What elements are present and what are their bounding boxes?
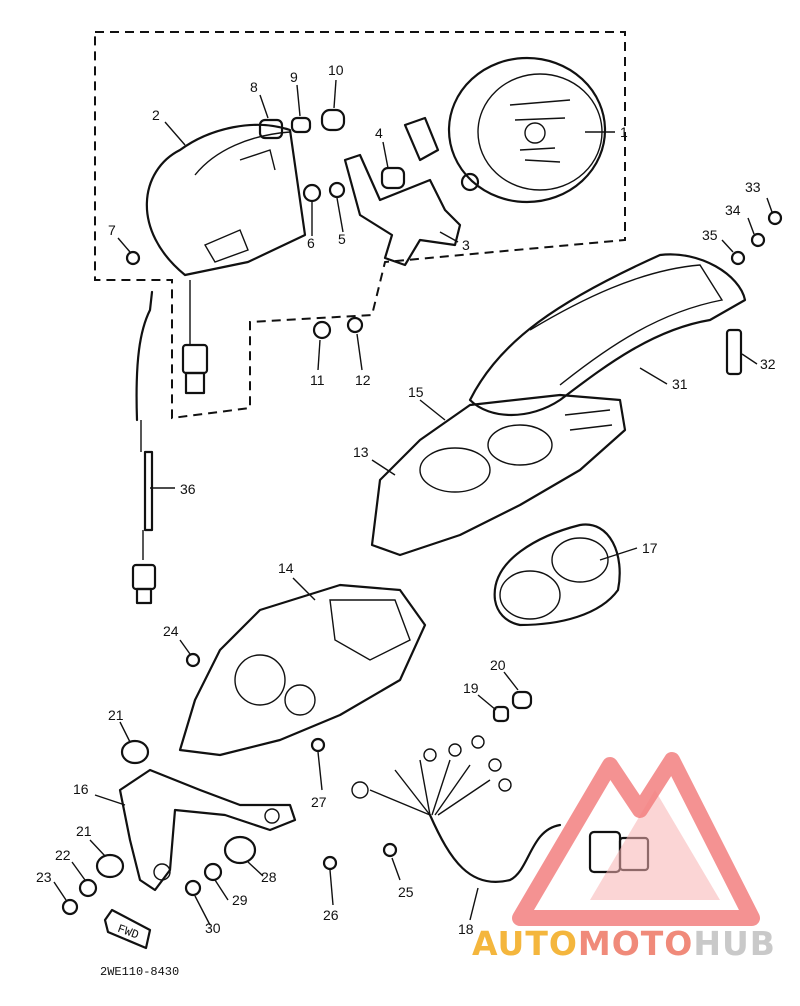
fastener-33 [767,210,783,226]
bulb-19 [492,705,510,723]
grommet [380,166,406,190]
drawing-code: 2WE110-8430 [100,965,179,979]
callout-5: 5 [338,231,346,247]
callout-9: 9 [290,69,298,85]
nut-23 [61,898,79,916]
watermark-text: AUTOMOTOHUB [472,924,776,963]
fastener-34 [750,232,766,248]
watermark-moto: MOTO [578,924,693,963]
callout-26: 26 [323,907,339,923]
callout-16: 16 [73,781,89,797]
callout-numbers: 1 2 3 4 5 6 7 8 9 10 11 12 13 14 15 16 1… [36,62,776,937]
callout-12: 12 [355,372,371,388]
callout-8: 8 [250,79,258,95]
watermark-logo: AUTOMOTOHUB [472,752,776,963]
speedometer-cable [131,290,157,605]
callout-23: 23 [36,869,52,885]
callout-3: 3 [462,237,470,253]
callout-27: 27 [311,794,327,810]
grommet-small [346,316,364,334]
callout-10: 10 [328,62,344,78]
callout-29: 29 [232,892,248,908]
callout-2: 2 [152,107,160,123]
meter-stay [118,768,297,892]
screw-25 [382,842,398,858]
callout-6: 6 [307,235,315,251]
washer-22 [78,878,98,898]
collar [302,183,322,203]
callout-19: 19 [463,680,479,696]
callout-34: 34 [725,202,741,218]
fwd-arrow: FWD [103,908,152,950]
bulb-socket-set [258,108,346,140]
fwd-label: FWD [116,922,141,943]
watermark-auto: AUTO [472,924,578,963]
screw-27 [310,737,326,753]
washer [328,181,346,199]
speedometer [447,56,607,204]
meter-housing [145,123,307,277]
callout-4: 4 [375,125,383,141]
callout-24: 24 [163,623,179,639]
gauge-face [493,523,621,627]
meter-bracket [343,116,462,267]
wire-harness [351,735,650,883]
cover-pin [725,328,743,376]
callout-13: 13 [353,444,369,460]
callout-21a: 21 [108,707,124,723]
callout-25: 25 [398,884,414,900]
callout-32: 32 [760,356,776,372]
bulb-20 [511,690,533,710]
callout-15: 15 [408,384,424,400]
callout-28: 28 [261,869,277,885]
callout-17: 17 [642,540,658,556]
callout-31: 31 [672,376,688,392]
callout-21b: 21 [76,823,92,839]
callout-20: 20 [490,657,506,673]
assembly-boundary [94,31,626,420]
callout-36: 36 [180,481,196,497]
leader-lines [53,79,773,926]
damper-21a [120,739,150,765]
callout-30: 30 [205,920,221,936]
callout-35: 35 [702,227,718,243]
screw [125,250,141,266]
fastener-35 [730,250,746,266]
lower-case [178,583,427,757]
callout-7: 7 [108,222,116,238]
callout-1: 1 [620,124,628,140]
bolt [312,320,332,340]
callout-33: 33 [745,179,761,195]
meter-wiring [181,280,209,395]
callout-22: 22 [55,847,71,863]
callout-18: 18 [458,921,474,937]
nut-30 [184,879,202,897]
screw-24 [185,652,201,668]
callout-14: 14 [278,560,294,576]
damper-21b [95,853,125,879]
damper-28 [223,835,257,865]
upper-cover [468,253,747,416]
watermark-hub: HUB [693,924,776,963]
washer-29 [203,862,223,882]
meter-case [370,393,627,557]
screw-26 [322,855,338,871]
callout-11: 11 [310,372,325,388]
